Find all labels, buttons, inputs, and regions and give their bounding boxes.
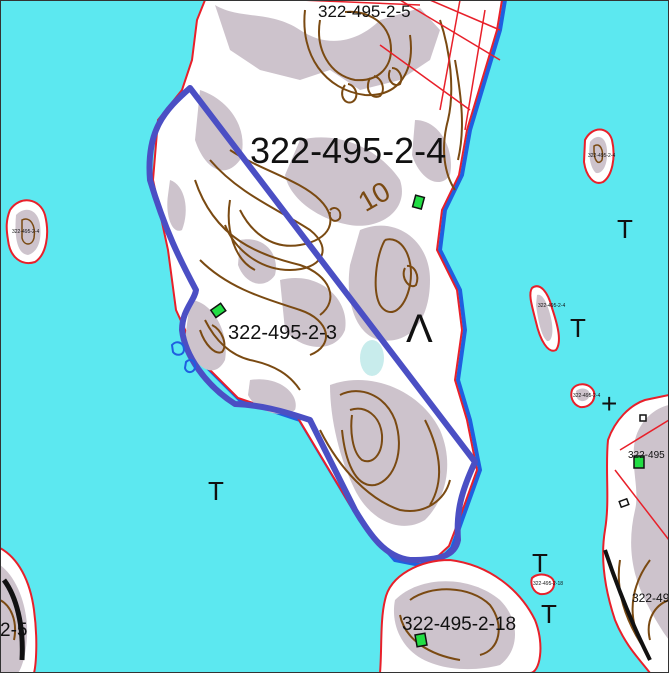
island-right-edge <box>602 393 669 673</box>
building-3 <box>414 632 428 648</box>
pond <box>360 340 384 376</box>
parcel-label-islet-left: 322-495-2-4 <box>12 229 39 235</box>
parcel-label-islet-top-right: 322-495-2-4 <box>588 153 615 159</box>
parcel-boundary[interactable] <box>146 85 478 563</box>
building-4 <box>633 455 645 469</box>
t-symbol-4: T <box>532 548 548 578</box>
building-2 <box>209 302 227 319</box>
parcel-label-top: 322-495-2-5 <box>318 2 411 21</box>
parcel-label-right-edge-2: 322-49 <box>632 591 669 605</box>
islet-bottom <box>530 573 556 596</box>
islet-right <box>529 285 560 352</box>
parcel-label-middle: 322-495-2-3 <box>228 322 337 344</box>
t-symbol-5: T <box>541 599 557 629</box>
parcel-label-islet-right: 322-495-2-4 <box>538 303 565 309</box>
t-symbol-2: T <box>570 313 586 343</box>
rock-outline-small <box>170 341 197 374</box>
t-symbol-3: T <box>208 476 224 506</box>
parcel-label-bottom-left: 2-5 <box>0 620 27 641</box>
main-island <box>151 0 508 568</box>
bottom-island <box>378 558 542 673</box>
parcel-label-right-edge: 322-495 <box>628 450 665 461</box>
island-bottom-left <box>0 546 38 673</box>
islet-left <box>5 199 49 264</box>
islet-top-right <box>582 128 615 184</box>
contour-lines <box>194 9 463 512</box>
lambda-symbol: Λ <box>406 307 433 351</box>
parcel-label-main: 322-495-2-4 <box>250 130 446 171</box>
parcel-label-islet-small: 322-495-2-4 <box>573 393 600 399</box>
islet-small <box>570 383 596 409</box>
parcel-label-islet-bottom: 322-495-2-18 <box>533 581 563 587</box>
building-1 <box>411 194 426 211</box>
parcel-label-bottom: 322-495-2-18 <box>402 614 516 635</box>
t-symbol-1: T <box>617 214 633 244</box>
plus-symbol: + <box>601 388 617 419</box>
